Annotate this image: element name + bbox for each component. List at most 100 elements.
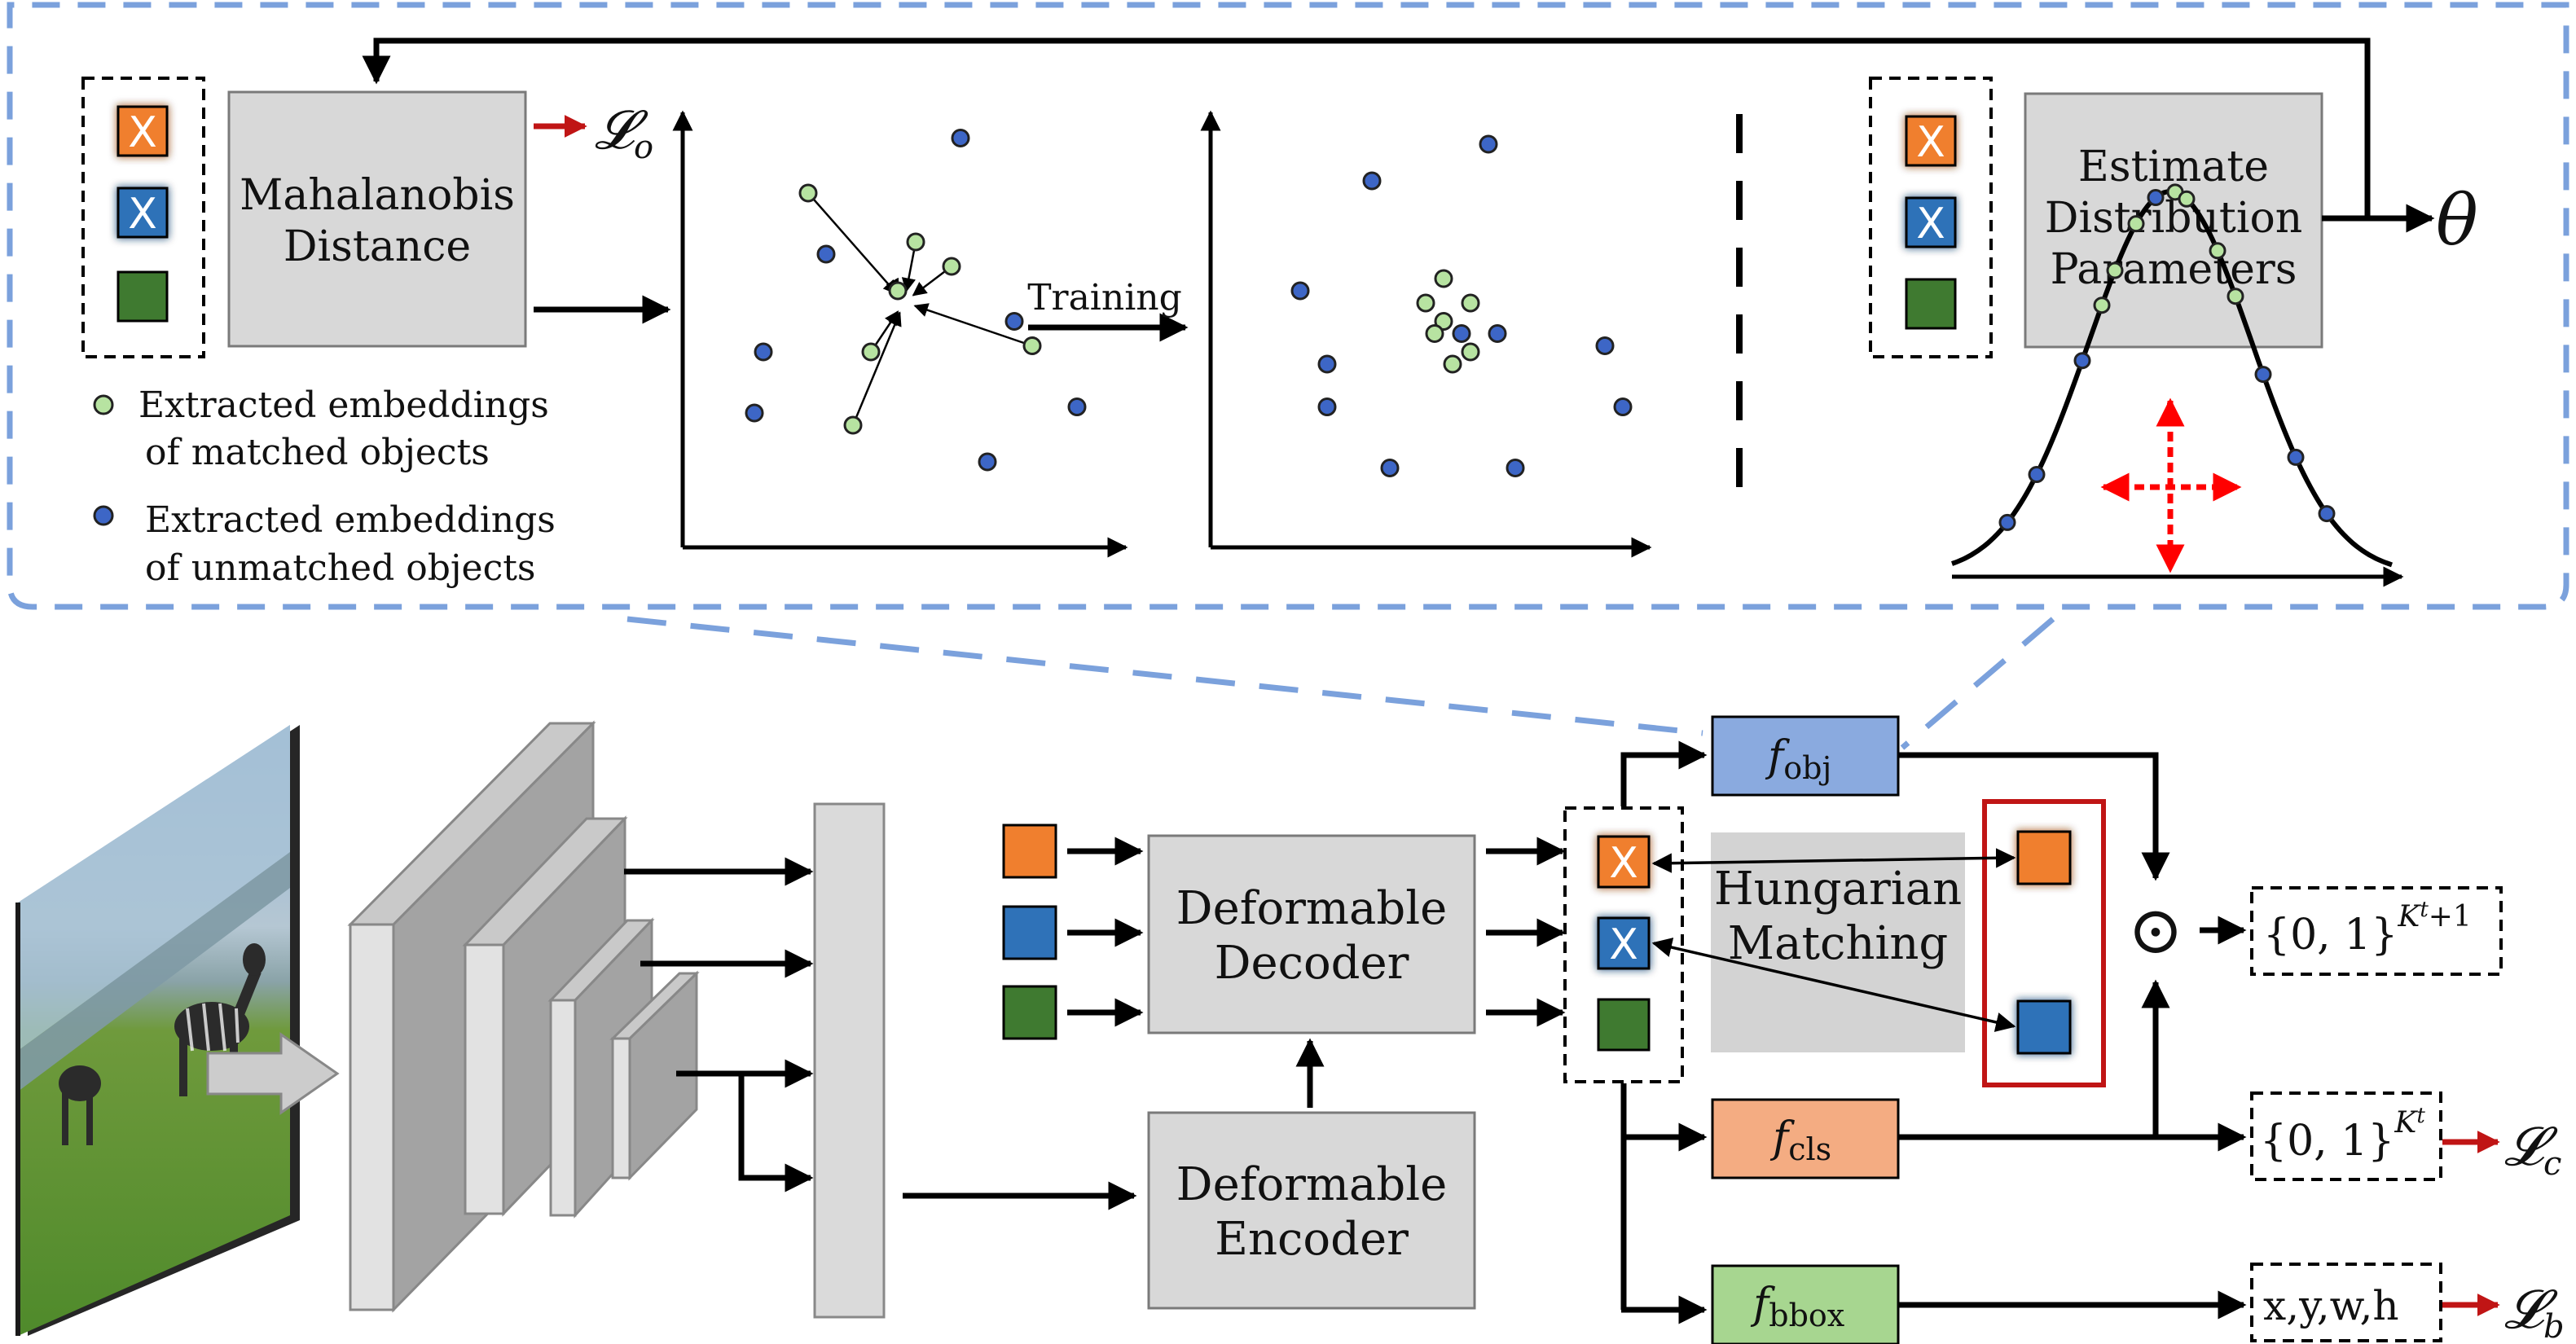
unmatched-embedding-point <box>1380 459 1400 477</box>
training-label: Training <box>1027 277 1182 318</box>
unmatched-embedding-point <box>1998 513 2016 531</box>
query-blue <box>1002 905 1057 960</box>
matched-embedding-point <box>1425 324 1444 343</box>
pull-arrow <box>851 311 902 426</box>
hungarian-matching-box: Hungarian Matching <box>1711 832 1965 1052</box>
unmatched-embedding-point <box>1004 312 1024 331</box>
matched-embedding-point <box>1022 336 1042 355</box>
query-green <box>1597 998 1651 1052</box>
input-image <box>15 725 300 1336</box>
query-blue-x <box>1905 196 1957 248</box>
feature-neck <box>813 802 886 1319</box>
image-to-backbone-arrow <box>206 1032 340 1115</box>
estimate-distribution-box: Estimate Distribution Parameters <box>2024 92 2323 349</box>
zebra-silhouette <box>59 943 266 1145</box>
top-panel: X X Mahalanobis Distance 𝓛o Extracted em… <box>7 2 2569 610</box>
unmatched-embedding-point <box>2254 366 2272 384</box>
unmatched-embedding-point <box>2028 466 2046 484</box>
f-cls-label: fcls <box>1769 1113 1831 1167</box>
ground-truth-box <box>1982 799 2106 1087</box>
match-line-blue <box>1651 938 2016 1032</box>
unmatched-embedding-point <box>1290 281 1310 301</box>
unmatched-embedding-point <box>816 244 836 264</box>
matched-embedding-point <box>1434 269 1453 288</box>
matched-embedding-point <box>906 232 925 252</box>
match-line-orange <box>1651 848 2016 873</box>
unmatched-embedding-point <box>1317 354 1337 374</box>
query-x-label: X <box>1609 920 1638 969</box>
unmatched-embedding-point <box>1317 397 1337 416</box>
backbone <box>347 720 700 1313</box>
scatter-plot-after <box>1200 110 1652 558</box>
query-x-label: X <box>1916 200 1945 248</box>
query-blue-x <box>116 187 169 239</box>
feedback-loop-arrow <box>362 37 2371 222</box>
mahalanobis-distance-box: Mahalanobis Distance <box>227 90 527 348</box>
matched-embedding-point <box>1461 293 1480 313</box>
unmatched-embedding-point <box>745 403 764 423</box>
query-orange-x <box>116 105 169 157</box>
query-green <box>1002 985 1057 1040</box>
unmatched-embedding-point <box>1506 459 1525 477</box>
query-stack-right: X X <box>1869 77 1993 358</box>
decoder-label: Deformable <box>1176 882 1448 935</box>
query-green <box>1905 278 1957 330</box>
legend-unmatched-text: Extracted embeddings <box>145 499 556 541</box>
query-orange <box>1002 824 1057 879</box>
objectness-output: {0, 1}Kt+1 <box>2263 898 2472 960</box>
input-queries <box>1002 824 1144 1040</box>
legend-unmatched-marker <box>93 505 114 526</box>
unmatched-embedding-point <box>1613 397 1633 416</box>
f-bbox-box: fbbox <box>1711 1264 1900 1344</box>
zoom-line-left <box>626 616 1703 736</box>
loss-b: 𝓛b <box>2504 1278 2565 1344</box>
legend-unmatched-text: of unmatched objects <box>145 547 536 589</box>
hadamard-product <box>2120 894 2191 966</box>
matched-embedding-point <box>1434 312 1453 331</box>
query-x-label: X <box>1609 839 1638 888</box>
f-obj-label: fobj <box>1765 732 1831 786</box>
query-orange-x <box>1905 115 1957 167</box>
encoder-label: Encoder <box>1215 1213 1409 1266</box>
f-obj-box: fobj <box>1711 715 1900 797</box>
estimate-label: Estimate <box>2078 143 2269 191</box>
theta: θ <box>2436 180 2478 261</box>
loss-o: 𝓛o <box>595 99 653 166</box>
odot-symbol: ⊙ <box>2128 892 2184 969</box>
hungarian-label: Hungarian <box>1714 863 1962 916</box>
zoom-line-right <box>1900 617 2055 750</box>
decoder-output-arrows <box>1486 837 1566 1027</box>
matched-embedding-point <box>861 342 881 362</box>
objectness-output-box: {0, 1}Kt+1 <box>2250 886 2503 976</box>
f-cls-box: fcls <box>1711 1098 1900 1179</box>
legend-matched-marker <box>93 394 114 415</box>
gaussian-distribution <box>1951 183 2404 587</box>
matched-embedding-point <box>2178 190 2196 208</box>
unmatched-embedding-point <box>951 129 970 147</box>
unmatched-embedding-point <box>978 452 997 472</box>
matched-embedding-point <box>942 257 961 276</box>
fobj-to-product-arrow <box>1898 752 2170 881</box>
deformable-decoder-box: Deformable Decoder <box>1147 834 1476 1034</box>
unmatched-embedding-point <box>1479 134 1498 154</box>
matched-embedding-point <box>843 415 863 435</box>
class-output: {0, 1}Kt <box>2260 1104 2425 1166</box>
query-blue-x <box>1597 916 1651 970</box>
feature-arrows <box>624 857 814 1192</box>
unmatched-embedding-point <box>1452 324 1471 343</box>
matched-embedding-point <box>2093 296 2111 314</box>
pull-arrow <box>807 192 898 295</box>
query-x-label: X <box>128 108 157 157</box>
unmatched-embedding-point <box>754 342 773 362</box>
encoder-label: Deformable <box>1176 1158 1448 1211</box>
unmatched-embedding-point <box>1067 397 1087 416</box>
legend-matched-text: Extracted embeddings <box>138 384 549 426</box>
distance-label: Distance <box>284 222 471 271</box>
class-output-box: {0, 1}Kt <box>2250 1091 2442 1181</box>
legend-matched-text: of matched objects <box>145 432 490 473</box>
unmatched-embedding-point <box>2147 189 2165 207</box>
matched-embedding-point <box>1461 342 1480 362</box>
matching-label: Matching <box>1728 917 1948 970</box>
matched-embedding-point <box>798 183 818 203</box>
to-fobj-arrow <box>1620 740 1708 806</box>
